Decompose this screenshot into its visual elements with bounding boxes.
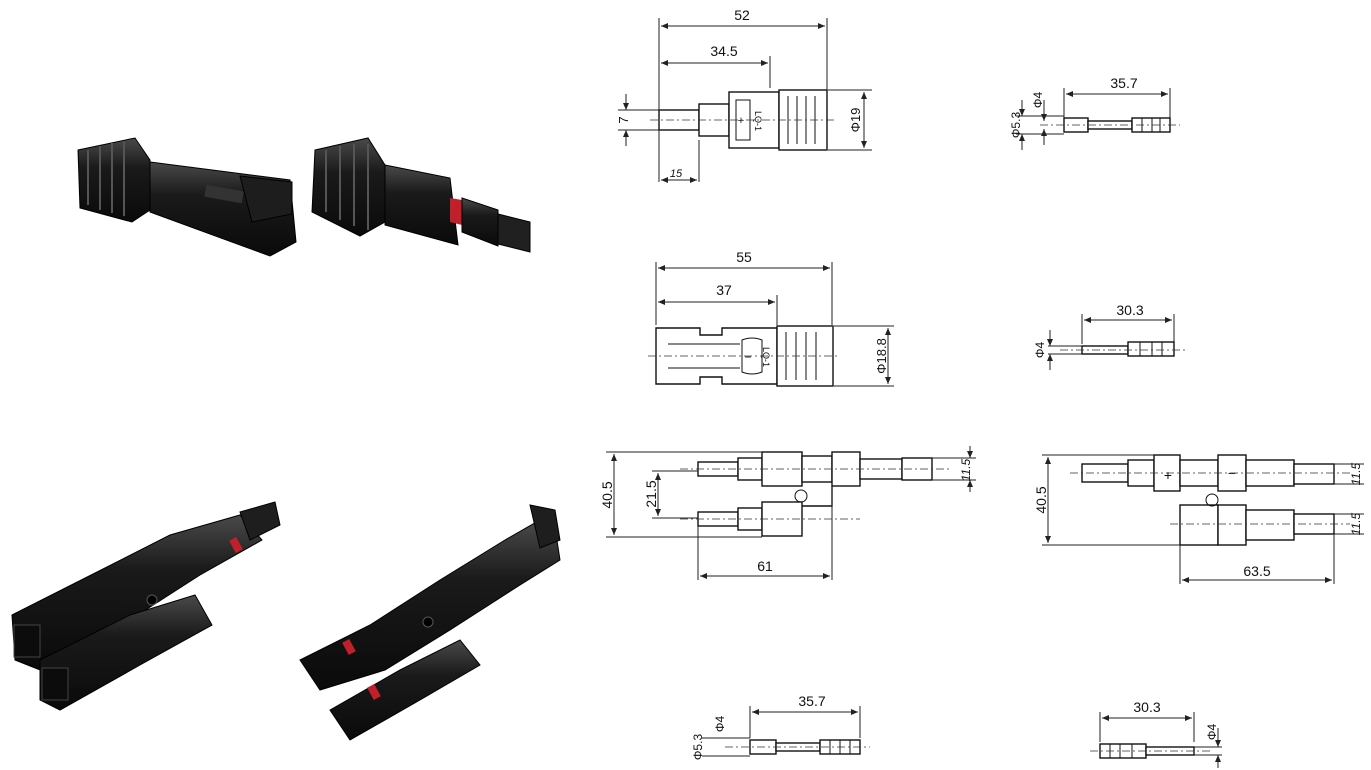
male-body-label: 34.5 (710, 43, 737, 59)
male-diameter-label: Φ19 (848, 108, 863, 133)
female-length-label: 55 (736, 249, 752, 265)
male-code-mark: LQ-1 (753, 111, 763, 131)
male-contact-drawing-top: 35.7 Φ5.3 Φ4 (1009, 75, 1180, 150)
male-contact-drawing-bottom: 35.7 Φ5.3 Φ4 (691, 693, 870, 760)
mc4-male-female-pair-photo (77, 137, 531, 257)
branch-female-outlet-bottom-label: 11.5 (1349, 512, 1363, 535)
branch-female-height-label: 40.5 (1033, 486, 1049, 513)
female-contact-length-top: 30.3 (1116, 302, 1143, 318)
male-contact-length-bottom: 35.7 (798, 693, 825, 709)
female-code-mark: LQ-1 (761, 347, 771, 367)
branch-male-height-label: 40.5 (599, 481, 615, 508)
branch-female-length-label: 63.5 (1243, 563, 1270, 579)
female-contact-inner-top: Φ4 (1033, 342, 1047, 359)
male-contact-inner-bottom: Φ4 (713, 716, 727, 733)
branch-female-plus-mark: + (1164, 467, 1172, 483)
female-contact-drawing-bottom: 30.3 Φ4 (1090, 699, 1222, 768)
branch-female-drawing: + − 40.5 63.5 11.5 11.5 (1033, 454, 1364, 584)
male-pin-label: 7 (616, 116, 631, 123)
female-diameter-label: Φ18.8 (874, 338, 889, 374)
branch-connector-left-photo (11, 501, 281, 711)
female-connector-photo (77, 137, 297, 257)
male-contact-outer-bottom: Φ5.3 (691, 734, 705, 761)
branch-male-outlet-label: 11.5 (959, 458, 973, 481)
branch-male-pitch-label: 21.5 (643, 480, 659, 507)
male-contact-outer-top: Φ5.3 (1009, 112, 1023, 139)
branch-connector-pair-photo (11, 501, 561, 741)
branch-connector-right-photo (299, 504, 561, 741)
male-polarity-mark: + (738, 115, 744, 127)
male-length-label: 52 (734, 7, 750, 23)
branch-male-drawing: 40.5 21.5 61 11.5 (599, 446, 976, 580)
female-polarity-mark: − (744, 350, 751, 364)
female-connector-drawing: 55 37 − LQ-1 Φ18.8 (648, 249, 894, 387)
male-connector-photo (311, 137, 531, 253)
male-contact-inner-top: Φ4 (1031, 92, 1045, 109)
branch-male-length-label: 61 (757, 558, 773, 574)
female-contact-length-bottom: 30.3 (1133, 699, 1160, 715)
female-contact-drawing-top: 30.3 Φ4 (1033, 302, 1186, 370)
male-contact-length-top: 35.7 (1110, 75, 1137, 91)
female-contact-inner-bottom: Φ4 (1205, 724, 1219, 741)
branch-female-outlet-top-label: 11.5 (1349, 462, 1363, 485)
male-insulation-label: 15 (670, 168, 683, 180)
male-connector-drawing: 52 34.5 + LQ-1 7 Φ19 15 (616, 7, 872, 183)
female-body-label: 37 (716, 282, 732, 298)
